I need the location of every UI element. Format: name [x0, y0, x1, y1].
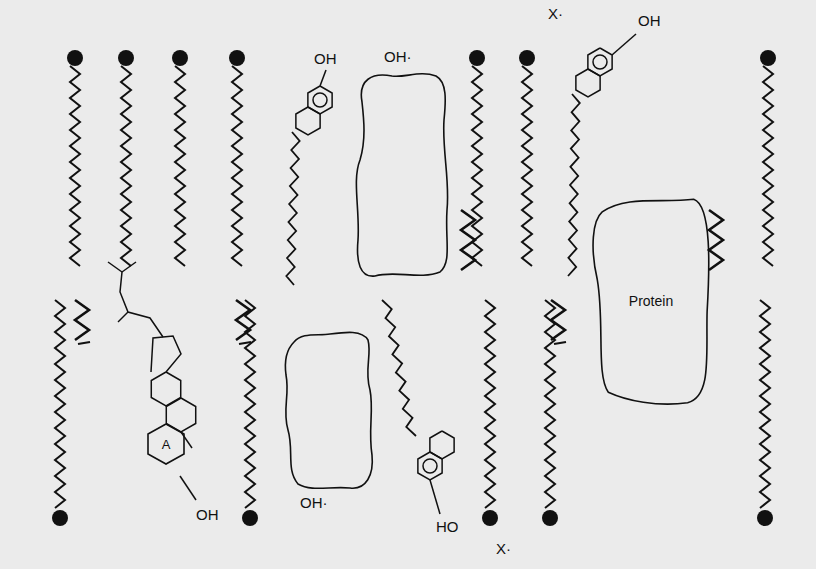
lipid-head [172, 50, 188, 66]
phytyl-tail [286, 132, 299, 285]
aromatic-circle [423, 459, 437, 473]
pyran-ring [576, 69, 600, 97]
lipid-head [760, 50, 776, 66]
radical-label: OH· [384, 48, 412, 65]
hydroxyl-bond [180, 476, 196, 500]
lipid-tail [472, 66, 482, 266]
kinked-tail [461, 210, 475, 270]
double-bond [239, 342, 251, 344]
lipid-tail [232, 66, 242, 266]
side-chain [108, 262, 122, 272]
pyran-ring [296, 107, 320, 135]
lipid-head [52, 510, 68, 526]
hydroxyl-label: OH [314, 50, 337, 67]
lipid-tail [55, 300, 65, 508]
hydroxyl-bond [320, 70, 326, 86]
ring-label: A [162, 437, 171, 452]
kinked-tail [551, 300, 565, 340]
pyran-ring [430, 431, 454, 459]
phytyl-tail [382, 300, 416, 436]
steroid-pentagon [151, 336, 181, 372]
lipid-tail [763, 66, 773, 266]
lipid-tail [70, 66, 80, 266]
lipid-head [67, 50, 83, 66]
hydroxyl-bond [612, 34, 636, 55]
hydroxyl-label: OH [638, 12, 661, 29]
steroid-ring [151, 372, 180, 406]
protein-label: Protein [629, 293, 673, 309]
steroid-ring-a: A [148, 424, 184, 464]
kinked-tail [709, 210, 723, 270]
aromatic-circle [313, 93, 327, 107]
side-chain [120, 272, 163, 337]
side-chain [122, 262, 136, 272]
lipid-tail [175, 66, 185, 266]
hydroxyl-label: OH [196, 506, 219, 523]
protein-blob [285, 332, 372, 488]
double-bond [554, 342, 566, 344]
lipid-tail [485, 300, 495, 508]
lipid-head [482, 510, 498, 526]
lipid-head [469, 50, 485, 66]
ring-bond [181, 432, 192, 448]
protein-blob [356, 74, 447, 276]
kinked-tail [75, 300, 89, 340]
phytyl-tail [568, 94, 580, 276]
lipid-tail [760, 300, 770, 508]
kinked-tail [236, 300, 250, 340]
lipid-head [242, 510, 258, 526]
double-bond [78, 342, 90, 344]
lipid-head [519, 50, 535, 66]
lipid-head [229, 50, 245, 66]
radical-label: X· [496, 540, 511, 557]
lipid-tail [545, 300, 555, 508]
lipid-head [757, 510, 773, 526]
radical-label: OH· [300, 494, 328, 511]
lipid-tail [522, 66, 532, 266]
hydroxyl-label: HO [436, 518, 459, 535]
hydroxyl-bond [430, 480, 440, 514]
side-chain [118, 312, 128, 322]
aromatic-circle [593, 55, 607, 69]
radical-label: X· [548, 5, 563, 22]
lipid-tail [121, 66, 131, 266]
protein-shape: Protein [590, 195, 712, 407]
lipid-head [118, 50, 134, 66]
lipid-head [542, 510, 558, 526]
